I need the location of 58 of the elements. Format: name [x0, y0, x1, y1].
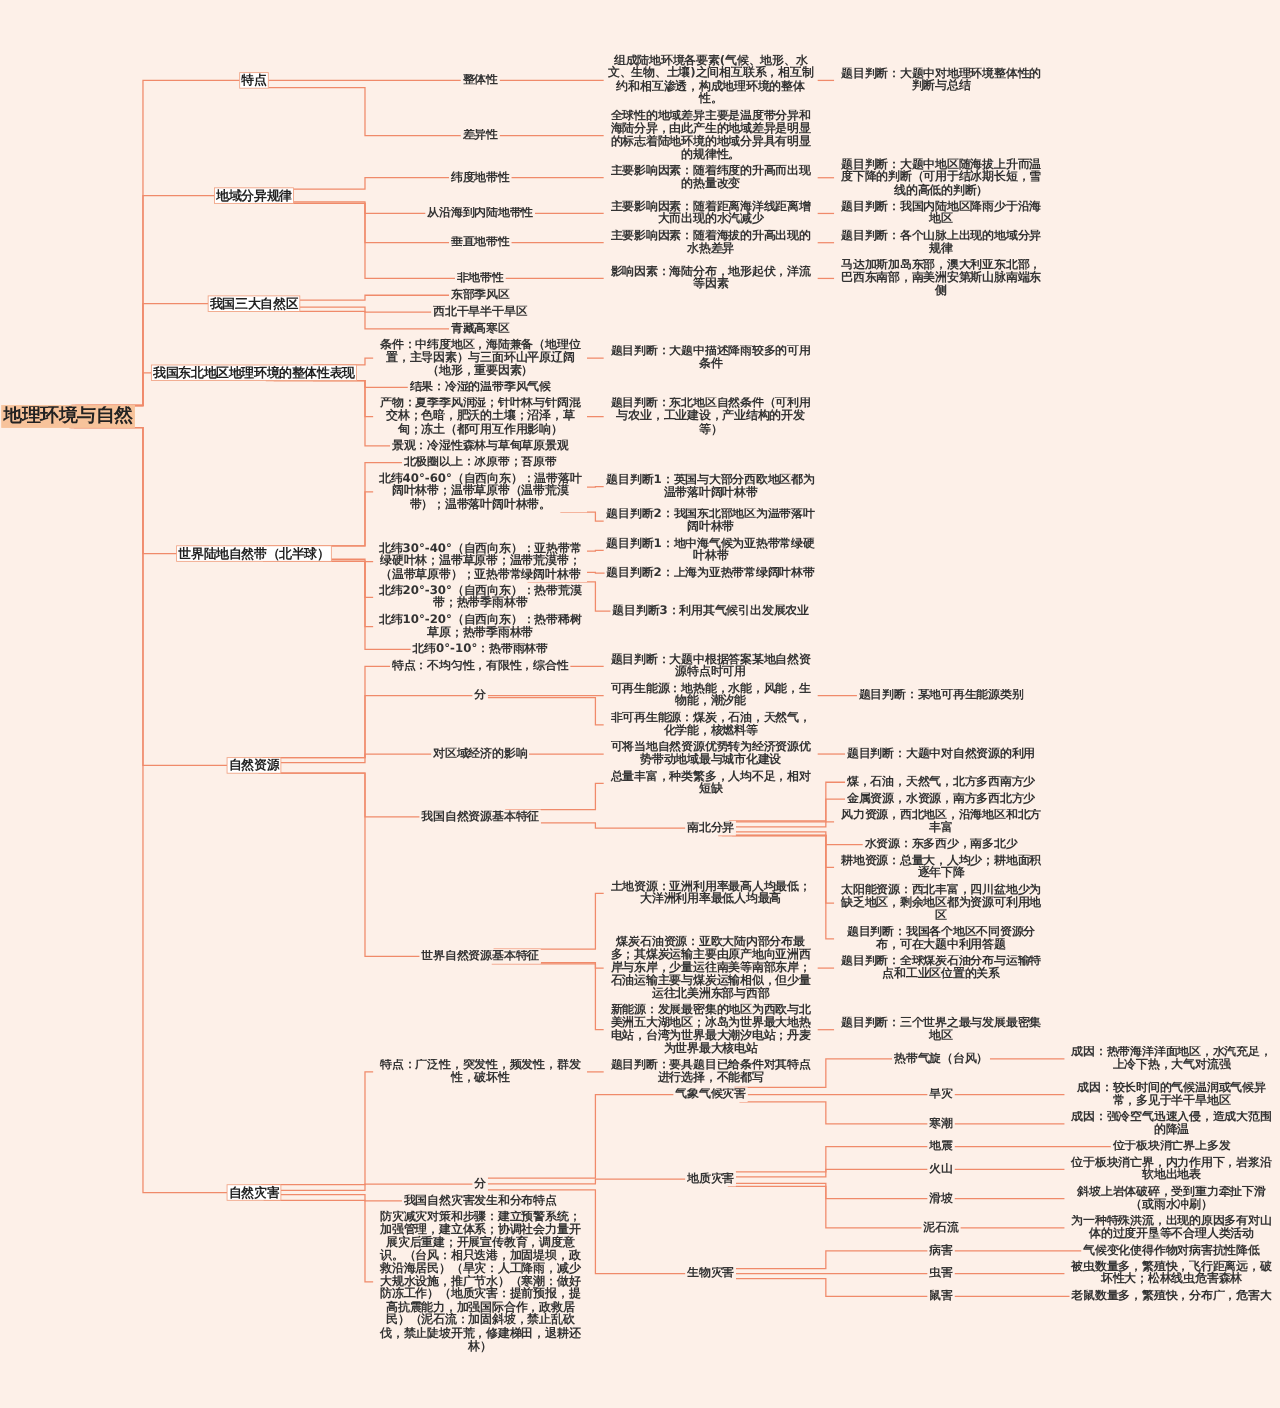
connector — [953, 1169, 1066, 1171]
connector — [735, 831, 864, 846]
connector — [280, 1183, 474, 1192]
connector — [280, 753, 433, 764]
connector — [330, 558, 375, 563]
connector — [498, 135, 605, 137]
connector — [528, 753, 605, 755]
connector — [540, 822, 687, 829]
connector — [487, 1189, 687, 1275]
connector — [816, 967, 835, 969]
connector — [492, 892, 605, 950]
connector — [735, 1250, 929, 1270]
connector — [292, 201, 427, 215]
connector — [280, 1194, 403, 1202]
connector — [510, 242, 605, 244]
connector — [953, 1123, 1066, 1125]
connector — [953, 1094, 1066, 1096]
connector — [498, 79, 605, 82]
connector — [540, 962, 605, 969]
connector — [953, 1250, 1083, 1252]
connector — [989, 1058, 1066, 1060]
connector — [569, 665, 605, 668]
connector — [728, 781, 846, 822]
connector — [292, 177, 450, 191]
connector — [735, 1169, 929, 1178]
connector — [735, 1146, 929, 1173]
connector — [267, 79, 462, 82]
connector — [267, 87, 462, 137]
connector — [586, 1071, 605, 1073]
connector — [953, 1146, 1112, 1148]
connector — [735, 1278, 929, 1298]
connector — [504, 277, 605, 280]
connector — [586, 571, 606, 574]
connector — [487, 697, 605, 726]
connector — [747, 1094, 929, 1096]
connector — [727, 1185, 923, 1229]
connector — [816, 753, 846, 755]
connector — [738, 1101, 929, 1125]
connector — [735, 1182, 929, 1200]
connector — [534, 213, 605, 215]
connector — [735, 821, 835, 828]
connector — [487, 1178, 687, 1185]
connector — [586, 486, 605, 488]
connector — [504, 782, 605, 811]
connector — [959, 1227, 1066, 1229]
connector — [510, 177, 605, 179]
connector — [299, 294, 450, 301]
connector — [953, 1198, 1066, 1200]
connector — [953, 1295, 1071, 1298]
connector — [735, 798, 846, 823]
connector — [487, 695, 605, 697]
connector — [816, 695, 858, 697]
node-box: 地理环境与自然 — [1, 405, 135, 429]
connector — [586, 357, 605, 359]
connector — [735, 1273, 929, 1275]
connector — [953, 1273, 1066, 1275]
connector — [299, 306, 433, 313]
connector — [487, 1094, 675, 1180]
